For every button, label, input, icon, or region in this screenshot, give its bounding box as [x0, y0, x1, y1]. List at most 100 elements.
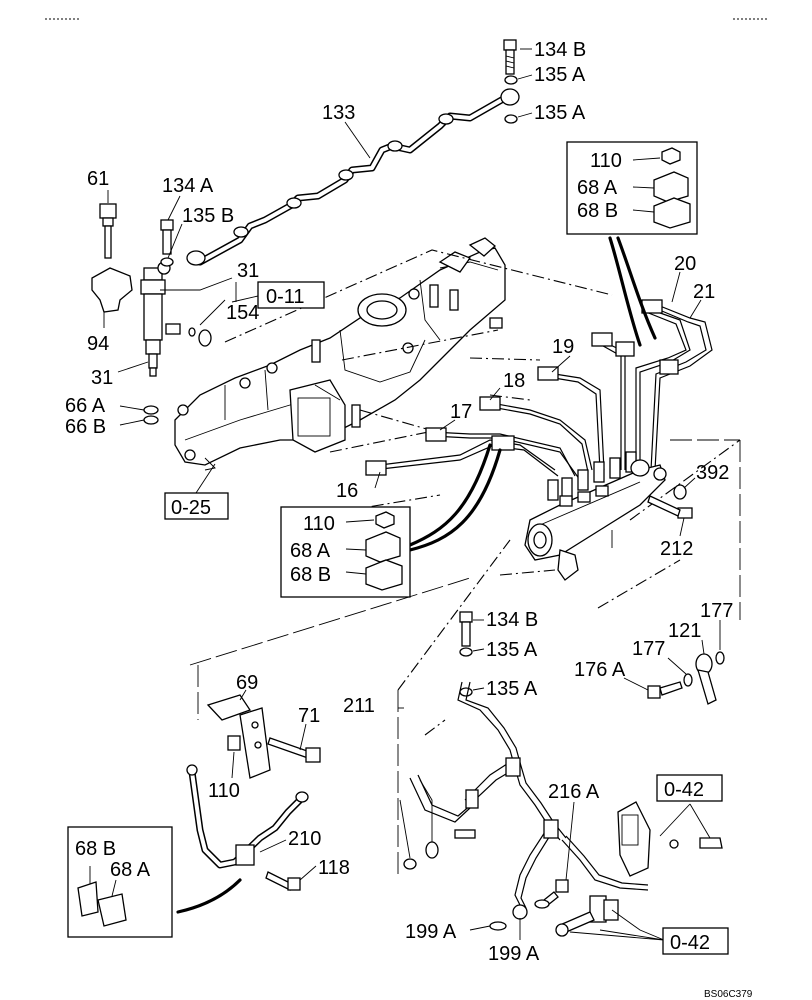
leader-19	[551, 355, 571, 373]
label-210: 210	[288, 828, 321, 850]
label-18: 18	[503, 370, 525, 392]
pointer-curve-low	[176, 878, 242, 914]
bolt-118	[265, 871, 301, 891]
label-135b: 135 B	[182, 205, 234, 227]
injection-pipes	[365, 299, 713, 481]
nut-110-low	[227, 735, 241, 751]
pointer-curve-mid	[408, 448, 502, 552]
inset-low-label-68b: 68 B	[75, 838, 116, 860]
label-20: 20	[674, 253, 696, 275]
label-110-low: 110	[208, 780, 240, 802]
ref-box-0-11	[257, 281, 325, 309]
inset-mid-label-68a: 68 A	[290, 540, 331, 562]
inset-mid-label-110: 110	[303, 513, 335, 535]
label-66b: 66 B	[65, 416, 106, 438]
clamp-94	[91, 267, 133, 313]
label-135a-mid1: 135 A	[486, 639, 538, 661]
label-199a-1: 199 A	[405, 921, 457, 943]
label-31-upper: 31	[237, 260, 259, 282]
label-177-top: 177	[700, 600, 733, 622]
leader-69	[239, 689, 247, 701]
label-135a-top2: 135 A	[534, 102, 586, 124]
washer-216	[534, 899, 550, 909]
label-21: 21	[693, 281, 715, 303]
leader-392	[683, 477, 696, 489]
washer-135a-mid2	[459, 687, 473, 697]
leader-18	[489, 387, 501, 401]
washer-177-top	[715, 651, 725, 665]
refline-e	[469, 357, 541, 361]
gasket-66b	[143, 415, 159, 425]
leader-31-lower	[117, 361, 149, 373]
label-118: 118	[318, 857, 350, 879]
injection-pump	[524, 451, 667, 581]
leader-66a	[119, 405, 145, 411]
label-133: 133	[322, 102, 355, 124]
bolt-212	[647, 495, 693, 519]
ref-label-0-42-top: 0-42	[664, 779, 704, 801]
leader-110-low	[231, 751, 235, 779]
leader-133	[344, 121, 371, 159]
leader-0-42-bottom	[569, 909, 665, 941]
label-176a: 176 A	[574, 659, 626, 681]
label-19: 19	[552, 336, 574, 358]
leader-135a-mid1	[472, 648, 485, 652]
washer-135b	[160, 257, 174, 267]
refline-l	[424, 719, 446, 736]
seal-154a	[198, 329, 212, 347]
label-121: 121	[668, 620, 701, 642]
washer-135a-top2	[504, 114, 518, 124]
label-211: 211	[343, 695, 375, 717]
pointer-curve-mid2	[408, 443, 492, 547]
banjo-121	[695, 653, 717, 705]
nut-392	[673, 484, 687, 500]
label-61: 61	[87, 168, 109, 190]
leader-ref-0-25	[195, 463, 216, 494]
ref-box-0-25	[164, 492, 229, 520]
refline-b	[329, 429, 439, 453]
leak-off-pipe-133	[186, 88, 520, 266]
label-71: 71	[298, 705, 320, 727]
bolt-176a	[647, 681, 683, 699]
ref-label-0-42-bottom: 0-42	[670, 932, 710, 954]
inset-top-label-68b: 68 B	[577, 200, 618, 222]
label-212: 212	[660, 538, 693, 560]
label-154: 154	[226, 302, 259, 324]
bolt-134a	[160, 219, 174, 255]
refline-h	[499, 569, 556, 576]
label-134b-mid: 134 B	[486, 609, 538, 631]
bolt-134b-mid	[459, 611, 473, 647]
leader-135a-top1	[517, 74, 533, 80]
refline-f	[489, 394, 531, 401]
leader-216a	[565, 801, 575, 881]
leader-135b	[167, 223, 183, 259]
leader-31-upper	[160, 277, 233, 291]
label-31-lower: 31	[91, 367, 113, 389]
leader-16	[374, 471, 381, 489]
refline-c	[341, 329, 499, 361]
pointer-curve-top	[608, 236, 642, 347]
refline-g	[349, 494, 441, 511]
inset-low-label-68a: 68 A	[110, 859, 151, 881]
pointer-curve-top2	[616, 236, 657, 340]
bracket-69	[206, 694, 271, 779]
gasket-66a	[143, 405, 159, 415]
leader-210	[259, 839, 287, 853]
label-66a: 66 A	[65, 395, 106, 417]
inset-top-right	[566, 141, 698, 235]
pipe-211-assembly	[399, 681, 649, 920]
label-134b-top: 134 B	[534, 39, 586, 61]
clamp-group-0-42-bottom	[555, 895, 619, 937]
label-135a-mid2: 135 A	[486, 678, 538, 700]
leader-71	[299, 723, 307, 751]
washer-177-mid	[683, 673, 693, 687]
bolt-61	[99, 203, 117, 259]
leader-135a-mid2	[472, 687, 485, 691]
label-177-mid: 177	[632, 638, 665, 660]
pipe-210	[186, 764, 309, 869]
washer-135a-top1	[504, 75, 518, 85]
bolt-71	[267, 737, 321, 763]
refline-j	[397, 539, 511, 691]
label-134a: 134 A	[162, 175, 214, 197]
